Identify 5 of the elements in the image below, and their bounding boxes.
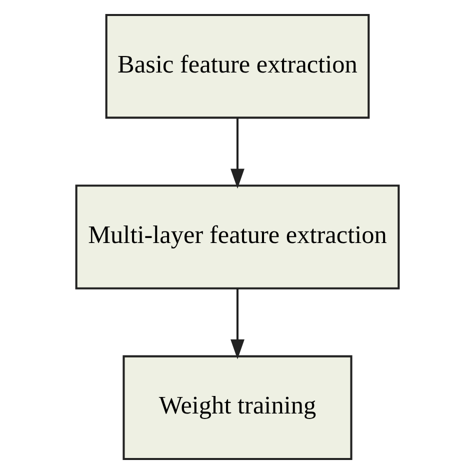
node-box: Basic feature extraction (104, 14, 370, 119)
node-box: Weight training (122, 355, 352, 460)
arrow (230, 118, 244, 189)
node-box: Multi-layer feature extraction (74, 184, 400, 290)
arrow (230, 288, 244, 360)
